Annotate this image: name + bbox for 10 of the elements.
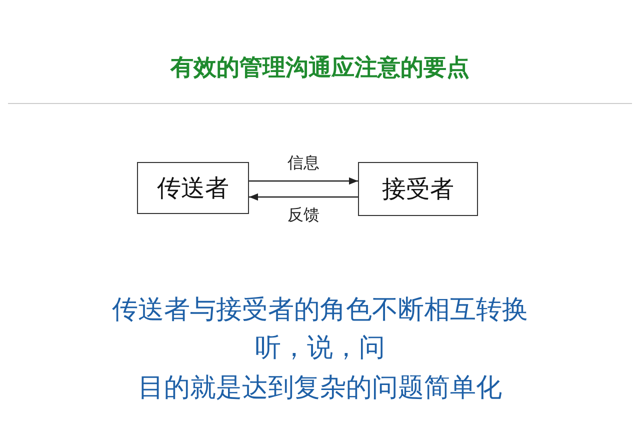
node-label: 接受者 — [382, 174, 454, 205]
arrow — [249, 193, 358, 201]
entity-box — [137, 162, 249, 214]
arrow — [249, 177, 358, 185]
entity-box — [358, 162, 478, 216]
title: 有效的管理沟通应注意的要点 — [169, 54, 470, 83]
node-label: 传送者 — [157, 173, 229, 204]
note-text: 听，说，问 — [254, 332, 386, 365]
note-text: 传送者与接受者的角色不断相互转换 — [111, 294, 529, 327]
note-text: 目的就是达到复杂的问题简单化 — [137, 372, 503, 405]
